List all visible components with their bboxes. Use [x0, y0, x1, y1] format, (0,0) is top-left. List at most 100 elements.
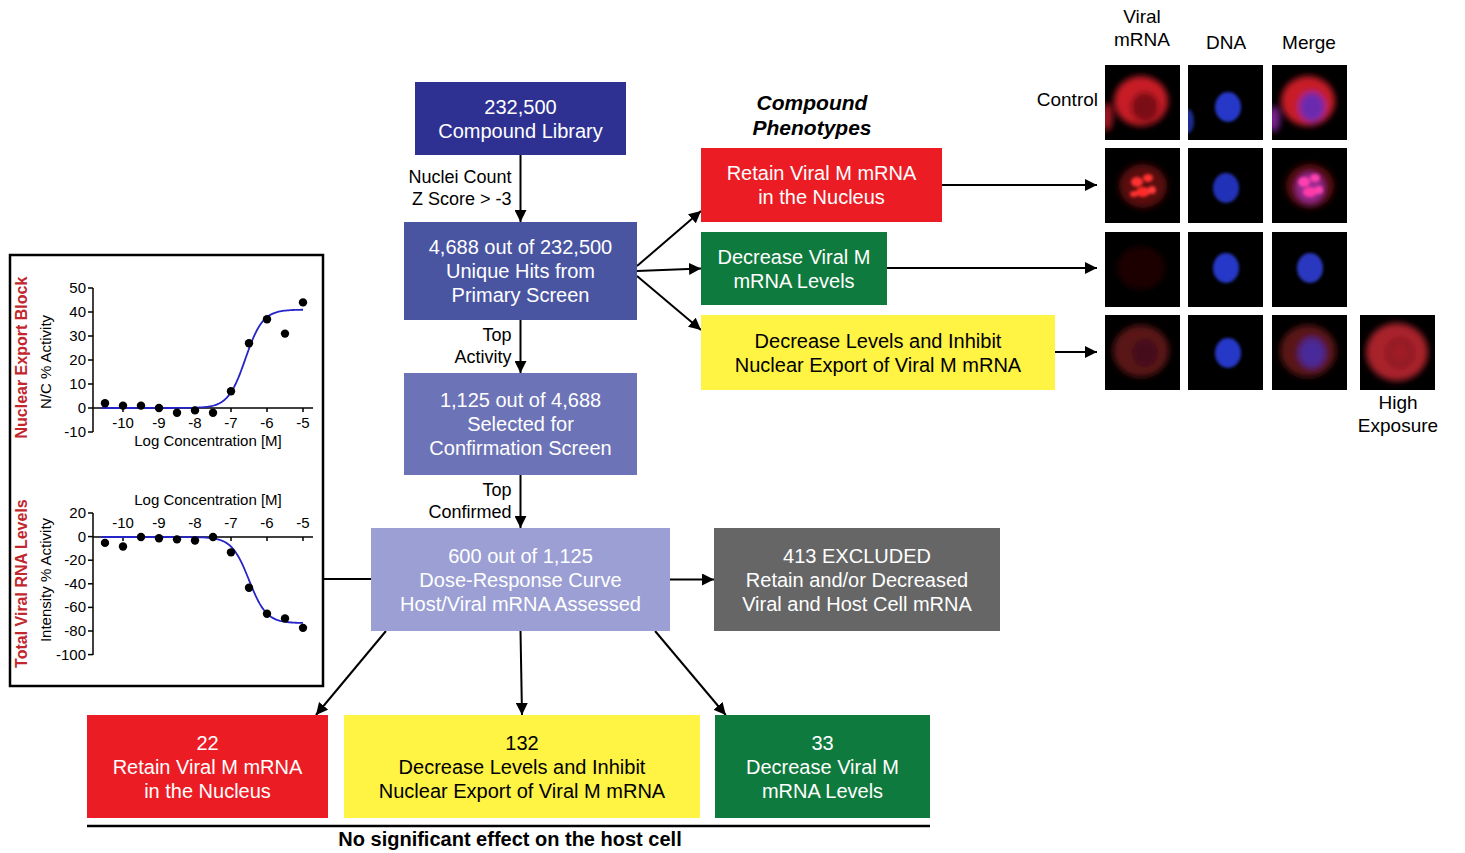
micrograph	[1105, 232, 1180, 307]
box-text: Compound Library	[425, 119, 616, 143]
data-points	[245, 339, 253, 347]
micrograph	[1215, 338, 1241, 368]
plot-axis	[302, 537, 304, 541]
micrograph	[1188, 315, 1263, 390]
plot-axis	[266, 408, 268, 412]
tick-label: -60	[42, 598, 86, 616]
tick-label: -100	[42, 646, 86, 664]
panel-caption: High Exposure	[1350, 392, 1446, 438]
tick-label: -6	[249, 514, 285, 532]
data-points	[263, 315, 271, 323]
data-points	[191, 406, 199, 414]
micrograph	[1130, 174, 1156, 197]
micrograph	[1117, 246, 1165, 290]
tick-label: 20	[42, 504, 86, 522]
phenotype-box: Decrease Levels and Inhibit Nuclear Expo…	[701, 315, 1055, 390]
micrograph	[1272, 232, 1347, 307]
data-points	[137, 533, 145, 541]
micrograph	[1188, 65, 1263, 140]
micrograph	[1272, 65, 1347, 140]
tick-label: 10	[42, 375, 86, 393]
micrograph	[1280, 325, 1336, 377]
tick-label: 0	[42, 399, 86, 417]
tick-label: 30	[42, 327, 86, 345]
micrograph	[1131, 177, 1143, 187]
box-text: 22	[103, 731, 312, 755]
tick-label: -9	[141, 514, 177, 532]
result-box: 33Decrease Viral M mRNA Levels	[715, 715, 930, 818]
data-points	[101, 533, 307, 632]
plot-axis	[88, 359, 93, 361]
box-text: 600 out of 1,125	[383, 544, 658, 568]
plot-axis	[88, 559, 93, 561]
micrograph	[1105, 65, 1180, 140]
micrograph	[1272, 315, 1347, 390]
process-box: 4,688 out of 232,500Unique Hits from Pri…	[404, 222, 637, 320]
box-text: 33	[725, 731, 920, 755]
plot-axis	[230, 537, 232, 541]
micrograph	[1272, 232, 1347, 307]
micrograph	[1114, 76, 1168, 126]
result-box: 22Retain Viral M mRNA in the Nucleus	[87, 715, 328, 818]
micrograph	[1298, 174, 1323, 197]
micrograph	[1297, 253, 1323, 283]
plot-axis	[302, 408, 304, 412]
box-text: Unique Hits from Primary Screen	[412, 259, 629, 307]
data-points	[137, 401, 145, 409]
plot-axis	[88, 536, 93, 538]
data-points	[263, 610, 271, 618]
micrograph	[1105, 315, 1180, 390]
phenotype-box: Decrease Viral M mRNA Levels	[701, 232, 887, 305]
micrograph	[1297, 253, 1323, 283]
data-points	[101, 298, 307, 417]
micrograph	[1366, 323, 1428, 381]
tick-label: 50	[42, 279, 86, 297]
data-points	[101, 399, 109, 407]
data-points	[155, 534, 163, 542]
process-box: 1,125 out of 4,688Selected for Confirmat…	[404, 373, 637, 475]
micrograph	[1303, 187, 1317, 197]
tick-label: -9	[141, 414, 177, 432]
data-points	[209, 409, 217, 417]
micrograph	[1119, 164, 1167, 208]
step-label: Top Activity	[432, 325, 512, 368]
flow-arrow	[520, 475, 522, 528]
pointer-arrow	[887, 267, 1097, 269]
micrograph	[1105, 65, 1180, 140]
plot-axis	[88, 311, 93, 313]
micrograph	[1280, 325, 1336, 377]
data-points	[191, 536, 199, 544]
micrograph	[1213, 253, 1239, 283]
micrograph	[1105, 315, 1180, 390]
bracket-line	[87, 825, 930, 828]
tick-label: -10	[105, 414, 141, 432]
micrograph	[1188, 65, 1263, 140]
micrograph	[1213, 173, 1239, 203]
micrograph	[1213, 253, 1239, 283]
plot-axis	[88, 431, 93, 433]
data-points	[281, 329, 289, 337]
micrograph	[1272, 148, 1347, 223]
plot-axis	[88, 583, 93, 585]
box-text: Decrease Levels and Inhibit Nuclear Expo…	[719, 329, 1037, 377]
section-heading: Compound Phenotypes	[737, 90, 887, 140]
micrograph	[1113, 325, 1169, 377]
micrograph	[1298, 177, 1310, 187]
tick-label: -7	[213, 414, 249, 432]
box-text: 413 EXCLUDED	[726, 544, 988, 568]
box-text: Retain and/or Decreased Viral and Host C…	[726, 568, 988, 616]
plot-title: Total Viral RNA Levels	[12, 479, 31, 689]
box-text: 232,500	[425, 95, 616, 119]
micrograph	[1215, 92, 1241, 122]
tick-label: -7	[213, 514, 249, 532]
tick-label: -10	[105, 514, 141, 532]
flow-arrow	[520, 320, 522, 373]
tick-label: 0	[42, 528, 86, 546]
axis-title: Intensity % Activity	[37, 505, 55, 655]
micrograph	[1386, 338, 1414, 368]
data-points	[227, 387, 235, 395]
micrograph	[1105, 148, 1180, 223]
step-label: Nuclei Count Z Score > -3	[397, 167, 512, 210]
data-points	[281, 614, 289, 622]
result-box: 132Decrease Levels and Inhibit Nuclear E…	[344, 715, 700, 818]
